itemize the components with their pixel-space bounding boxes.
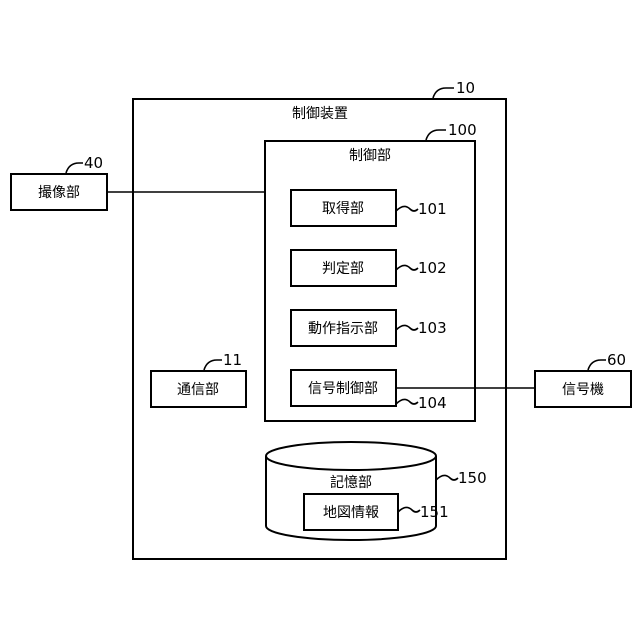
determination-unit-ref: 102 — [418, 259, 447, 277]
storage-unit-top — [266, 442, 436, 470]
signal-device-leader — [588, 360, 606, 370]
storage-unit-label: 記憶部 — [330, 474, 372, 491]
control-device-leader — [433, 88, 454, 98]
map-info-ref: 151 — [420, 503, 449, 521]
signal-device-ref: 60 — [607, 351, 626, 369]
control-device-label: 制御装置 — [292, 106, 348, 122]
signal-device-label: 信号機 — [562, 382, 604, 398]
control-unit-ref: 100 — [448, 121, 477, 139]
signal-device: 信号機 60 — [535, 351, 631, 407]
control-unit-label: 制御部 — [349, 148, 391, 164]
imaging-unit-label: 撮像部 — [38, 184, 80, 201]
motion-instruction-unit-label: 動作指示部 — [308, 321, 378, 337]
acquisition-unit-label: 取得部 — [322, 200, 364, 217]
control-device-ref: 10 — [456, 79, 475, 97]
map-info-label: 地図情報 — [323, 505, 379, 521]
imaging-unit: 撮像部 40 — [11, 154, 107, 210]
acquisition-unit-ref: 101 — [418, 200, 447, 218]
communication-unit-ref: 11 — [223, 351, 242, 369]
signal-control-unit-label: 信号制御部 — [308, 381, 378, 397]
determination-unit-label: 判定部 — [322, 261, 364, 277]
motion-instruction-unit-ref: 103 — [418, 319, 447, 337]
storage-unit-ref: 150 — [458, 469, 487, 487]
imaging-unit-leader — [66, 163, 83, 173]
signal-control-unit-ref: 104 — [418, 394, 447, 412]
imaging-unit-ref: 40 — [84, 154, 103, 172]
communication-unit-label: 通信部 — [177, 382, 219, 398]
